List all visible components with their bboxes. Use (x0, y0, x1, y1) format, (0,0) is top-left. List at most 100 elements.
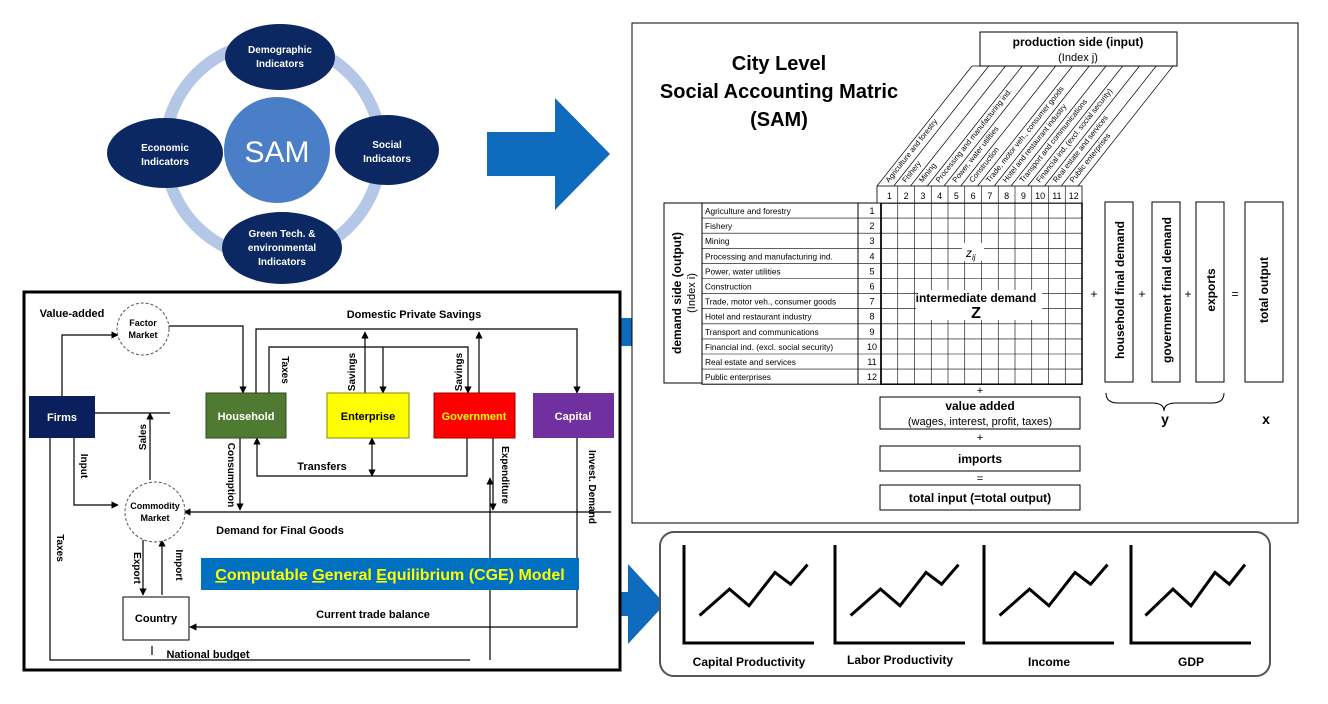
column-number: 10 (1035, 191, 1045, 201)
intermediate-demand-label: intermediate demand (916, 291, 1037, 305)
demand-final-goods-label: Demand for Final Goods (216, 525, 344, 537)
economic-label-1: Economic (141, 143, 189, 154)
column-number: 1 (887, 191, 892, 201)
demographic-ellipse (225, 24, 335, 90)
factor-market-label-1: Factor (129, 318, 157, 328)
production-side-label: production side (input) (1013, 35, 1144, 49)
output-chart: Labor Productivity (833, 545, 965, 667)
intermediate-symbol: Z (971, 305, 981, 322)
row-labels: Agriculture and forestryFisheryMiningPro… (705, 206, 836, 382)
transfers-label: Transfers (297, 461, 347, 473)
value-added-label: Value-added (40, 308, 105, 320)
value-added-box (879, 396, 1081, 430)
header-diagonal (1077, 65, 1174, 187)
row-label: Mining (705, 236, 730, 246)
row-number: 4 (869, 251, 874, 261)
outputs-frame (659, 531, 1271, 677)
output-label: Capital Productivity (693, 655, 806, 669)
column-number: 3 (920, 191, 925, 201)
column-number: 9 (1021, 191, 1026, 201)
country-node (122, 596, 190, 641)
header-diagonal (876, 65, 973, 187)
header-diagonal (1060, 65, 1157, 187)
expenditure-label: Expenditure (499, 446, 510, 504)
output-chart: GDP (1129, 545, 1251, 669)
total-input-box (879, 484, 1081, 511)
row-label: Processing and manufacturing ind. (705, 251, 833, 261)
equals-1: = (1231, 287, 1238, 301)
enterprise-label: Enterprise (341, 411, 395, 423)
arrow-cge-to-outputs (580, 564, 665, 644)
row-number: 2 (869, 221, 874, 231)
row-number: 7 (869, 297, 874, 307)
row-number: 9 (869, 327, 874, 337)
demographic-label-2: Indicators (256, 59, 304, 70)
chart-trend-line (998, 563, 1109, 617)
demand-side-box (663, 202, 703, 384)
header-diagonal (893, 65, 990, 187)
government-final-demand-box (1151, 201, 1181, 383)
column-number: 4 (937, 191, 942, 201)
sam-cycle: SAM Demographic Indicators Economic Indi… (107, 24, 439, 284)
column-number: 8 (1004, 191, 1009, 201)
input-line (73, 438, 119, 509)
commodity-market-label-2: Market (140, 513, 169, 523)
value-added-line (61, 331, 119, 396)
header-diagonal (977, 65, 1073, 187)
demand-index-label: (Index i) (686, 273, 698, 313)
column-number: 7 (987, 191, 992, 201)
firms-label: Firms (47, 412, 77, 424)
sam-center-label: SAM (244, 136, 309, 169)
consumption-label: Consumption (225, 443, 236, 507)
header-diagonal (943, 65, 1040, 187)
imports-label: imports (958, 452, 1002, 466)
output-label: GDP (1178, 655, 1204, 669)
header-diagonal (1027, 65, 1124, 187)
transfers-line (253, 437, 468, 477)
header-diagonal (926, 65, 1023, 187)
sam-center-circle (224, 97, 330, 203)
national-budget-line (49, 438, 470, 661)
enterprise-node (326, 392, 410, 439)
government-label: Government (442, 411, 507, 423)
cge-model-panel: Factor Market Commodity Market Firms Hou… (22, 290, 622, 672)
zij-label: zij (965, 246, 976, 262)
household-final-demand-box (1104, 201, 1134, 383)
social-ellipse (335, 115, 439, 185)
column-number-row (876, 185, 1083, 204)
column-number: 5 (954, 191, 959, 201)
header-diagonal (960, 65, 1057, 187)
column-number: 6 (971, 191, 976, 201)
green-tech-label-2: environmental (248, 243, 317, 254)
row-number: 8 (869, 312, 874, 322)
row-number: 12 (867, 372, 877, 382)
chart-axes (1129, 545, 1251, 645)
chart-trend-line (849, 563, 960, 617)
sales-label: Sales (138, 423, 149, 450)
taxes-left-label: Taxes (54, 534, 65, 562)
row-number: 10 (867, 342, 877, 352)
row-number: 11 (867, 357, 876, 367)
header-diagonal (993, 65, 1090, 187)
sam-matrix-panel: City Level Social Accounting Matric (SAM… (631, 22, 1299, 524)
economic-ellipse (107, 118, 223, 188)
chart-axes (833, 545, 965, 645)
economic-label-2: Indicators (141, 157, 189, 168)
output-chart: Income (982, 545, 1114, 669)
y-label: y (1161, 411, 1169, 427)
row-label: Public enterprises (705, 372, 771, 382)
exports-label: exports (1204, 268, 1218, 312)
government-savings-label: Savings (454, 352, 465, 391)
total-input-label: total input (=total output) (909, 491, 1051, 505)
household-taxes-line (268, 346, 472, 394)
row-number: 6 (869, 282, 874, 292)
header-diagonal (1010, 65, 1107, 187)
trade-balance-line (189, 518, 578, 631)
row-label: Transport and communications (705, 327, 819, 337)
factor-market-node (116, 302, 170, 356)
government-final-demand-label: government final demand (1160, 217, 1174, 363)
matrix-title-2: Social Accounting Matric (660, 81, 898, 103)
